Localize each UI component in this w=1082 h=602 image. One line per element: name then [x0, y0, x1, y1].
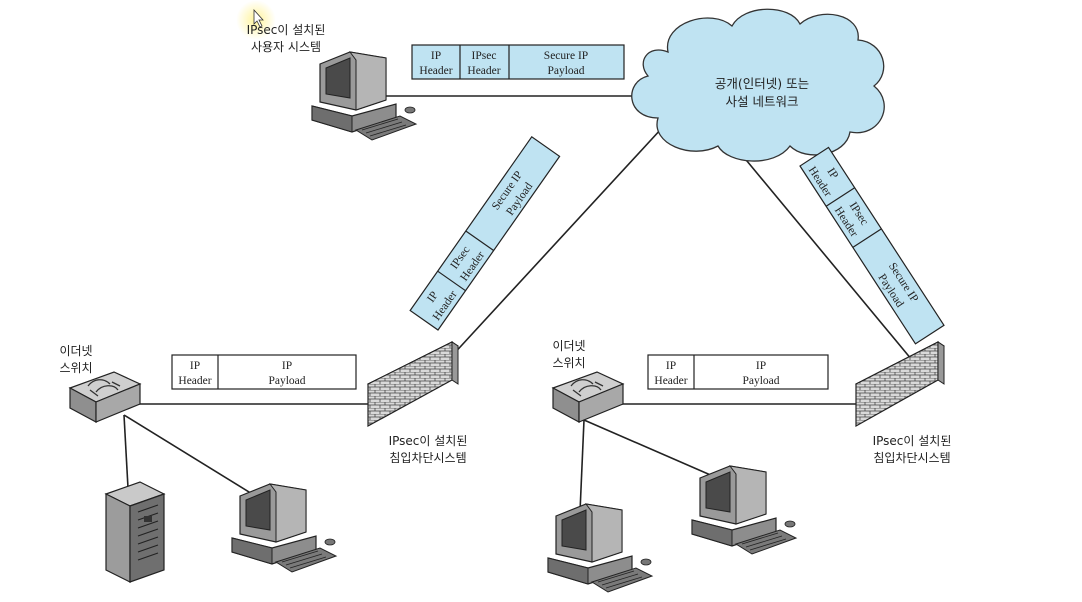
firewall-left-label-line1: IPsec이 설치된 — [389, 434, 468, 448]
packet-secure-payload-label: Payload — [547, 65, 584, 77]
cloud-label-line1: 공개(인터넷) 또는 — [715, 76, 809, 91]
packet-ip-payload-label: IP — [282, 360, 292, 372]
switch-right-label-line1: 이더넷 — [552, 339, 585, 353]
packet-ipsec-diagonal-left: IP Header IPsec Header Secure IP Payload — [409, 136, 561, 331]
packet-ip-payload-label: Payload — [742, 375, 779, 387]
packet-ipsec-header-label: Header — [467, 65, 500, 77]
packet-ipsec-diagonal-right: IP Header IPsec Header Secure IP Payload — [799, 146, 945, 345]
firewall-right-label-line2: 침입차단시스템 — [873, 451, 950, 465]
packet-ip-header-label: IP — [190, 360, 200, 372]
lan-right-workstation-a-icon — [547, 503, 653, 593]
firewall-left-icon — [367, 341, 459, 428]
packet-ipsec-header-label: IPsec — [472, 50, 497, 62]
packet-ip-header-label: Header — [654, 375, 687, 387]
firewall-left-label-line2: 침입차단시스템 — [389, 451, 466, 465]
ethernet-switch-left-icon — [69, 371, 141, 423]
firewall-right-label-line1: IPsec이 설치된 — [873, 434, 952, 448]
firewall-right-icon — [855, 341, 945, 428]
packet-ipsec-top: IP Header IPsec Header Secure IP Payload — [411, 44, 625, 80]
ethernet-switch-right-icon — [552, 371, 624, 423]
lan-left-workstation-icon — [231, 483, 337, 573]
packet-ip-header-label: IP — [431, 50, 441, 62]
packet-plain-lan-right: IP Header IP Payload — [647, 354, 829, 390]
packet-ip-header-label: Header — [419, 65, 452, 77]
mouse-pointer-icon — [253, 8, 264, 28]
packet-ip-payload-label: Payload — [268, 375, 305, 387]
user-system-label-line1: IPsec이 설치된 — [247, 23, 326, 37]
cloud-label-line2: 사설 네트워크 — [726, 94, 799, 109]
packet-ip-header-label: Header — [178, 375, 211, 387]
packet-plain-lan-left: IP Header IP Payload — [171, 354, 357, 390]
switch-left-label-line2: 스위치 — [59, 361, 92, 375]
packet-ip-payload-label: IP — [756, 360, 766, 372]
switch-left-label-line1: 이더넷 — [59, 344, 92, 358]
packet-secure-payload-label: Secure IP — [544, 50, 588, 62]
switch-right-label-line2: 스위치 — [552, 356, 585, 370]
connection-lines — [123, 95, 913, 513]
server-tower-icon — [104, 481, 166, 583]
packet-ip-header-label: IP — [666, 360, 676, 372]
lan-right-workstation-b-icon — [691, 465, 797, 555]
network-cloud: 공개(인터넷) 또는 사설 네트워크 — [631, 8, 885, 162]
user-system-label-line2: 사용자 시스템 — [251, 40, 321, 54]
